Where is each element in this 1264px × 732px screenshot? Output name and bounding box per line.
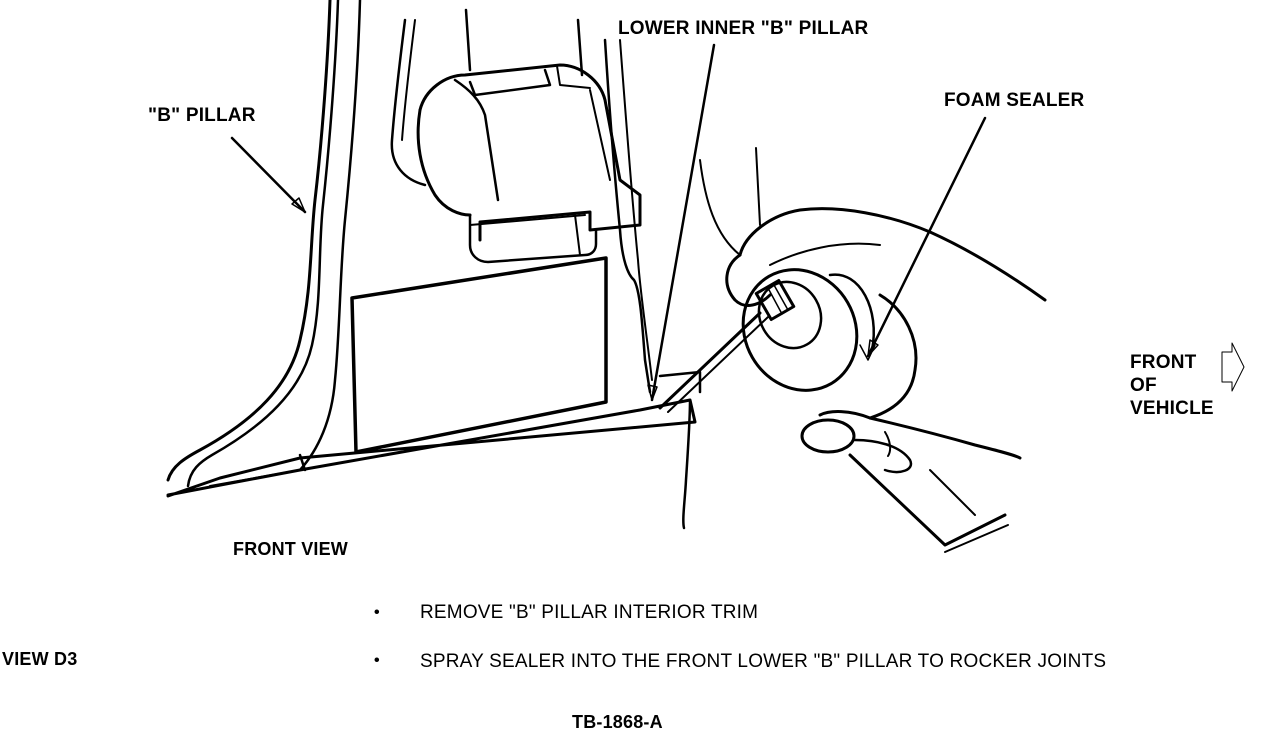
seat-belt-retractor xyxy=(416,63,642,264)
rocker-panel xyxy=(166,370,702,530)
instruction-bullet: • xyxy=(374,652,380,669)
front-of-vehicle-line-1: FRONT xyxy=(1130,352,1197,373)
instruction-item-spray-sealer: SPRAY SEALER INTO THE FRONT LOWER "B" PI… xyxy=(420,651,1107,672)
instruction-item-remove-trim: REMOVE "B" PILLAR INTERIOR TRIM xyxy=(420,602,759,623)
front-of-vehicle-label: FRONT OF VEHICLE xyxy=(1130,351,1214,420)
foam-sealer-label: FOAM SEALER xyxy=(944,90,1085,111)
hand-icon xyxy=(699,147,1047,553)
access-panel xyxy=(350,256,608,454)
front-direction-arrow-icon xyxy=(1221,342,1245,392)
foam-sealer-can-icon xyxy=(658,268,876,413)
view-id-label: VIEW D3 xyxy=(2,649,78,669)
figure-id-label: TB-1868-A xyxy=(572,712,663,732)
front-of-vehicle-line-2: OF xyxy=(1130,375,1157,396)
instruction-bullet: • xyxy=(374,604,380,621)
front-of-vehicle-line-3: VEHICLE xyxy=(1130,398,1214,419)
b-pillar-label: "B" PILLAR xyxy=(148,105,256,126)
lower-inner-b-pillar-label: LOWER INNER "B" PILLAR xyxy=(618,18,869,39)
b-pillar-outline xyxy=(166,0,653,488)
leader-lines xyxy=(230,43,987,402)
front-view-label: FRONT VIEW xyxy=(233,539,348,559)
